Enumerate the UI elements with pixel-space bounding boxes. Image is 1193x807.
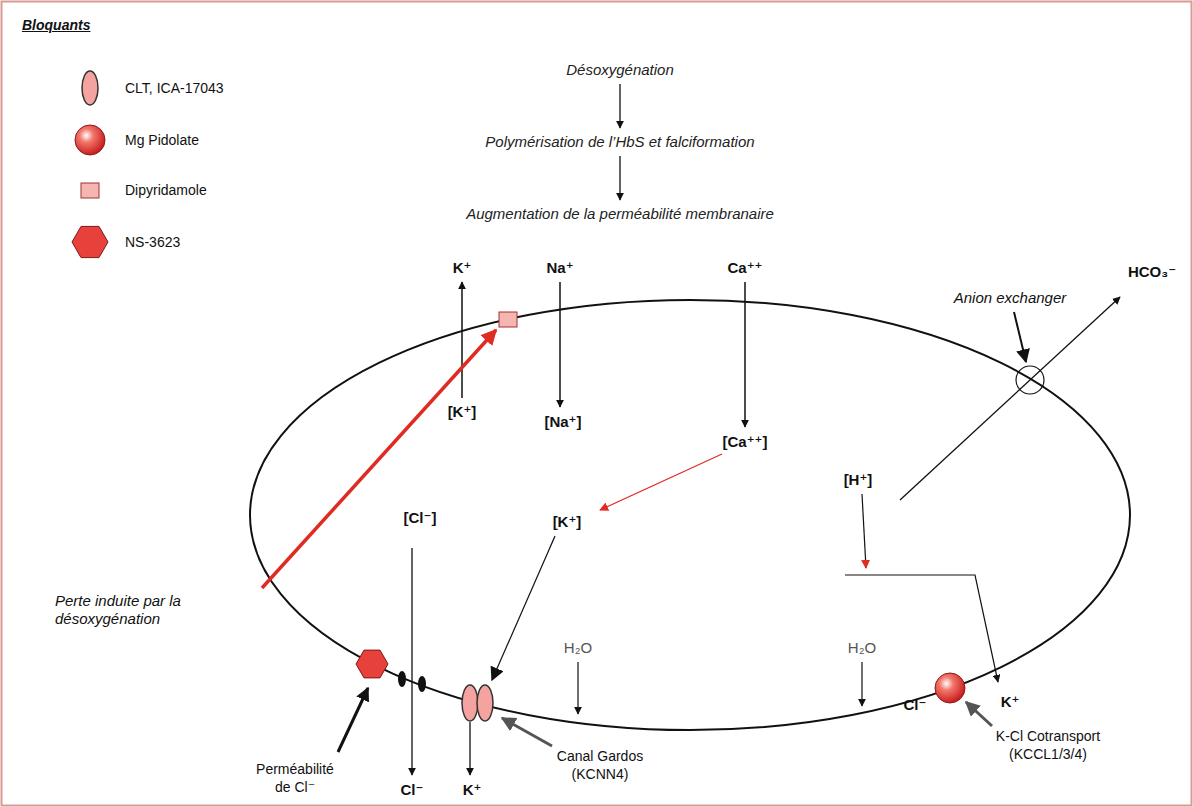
cl-permeability-pointer bbox=[338, 688, 368, 752]
proton-activation-arrow bbox=[862, 494, 866, 568]
dipyridamole-block bbox=[499, 312, 517, 327]
water-label: H₂O bbox=[564, 639, 592, 657]
water-label: H₂O bbox=[848, 639, 876, 657]
callout-label: Perméabilité de Cl⁻ bbox=[250, 760, 340, 796]
k-to-gardos-arrow bbox=[492, 536, 555, 680]
ion-label: Na⁺ bbox=[546, 259, 573, 277]
flow-arrow bbox=[619, 84, 620, 128]
water-efflux-arrow bbox=[577, 662, 578, 714]
gardos-k-efflux-arrow bbox=[469, 722, 470, 775]
ion-label: Cl⁻ bbox=[401, 781, 424, 799]
legend-heading: Bloquants bbox=[22, 16, 90, 34]
step-text: Augmentation de la perméabilité membrana… bbox=[466, 205, 774, 223]
k-efflux-arrow bbox=[461, 282, 463, 398]
ion-label: K⁺ bbox=[453, 259, 472, 277]
concentration-label: [K⁺] bbox=[448, 403, 477, 421]
legend-text: CLT, ICA-17043 bbox=[125, 79, 224, 97]
deoxy-loss-arrow bbox=[262, 330, 496, 588]
callout-label: Perte induite par la désoxygénation bbox=[55, 592, 255, 628]
flow-step: Polymérisation de l’HbS et falciformatio… bbox=[481, 131, 758, 153]
legend-text: NS-3623 bbox=[125, 233, 180, 251]
dipyridamole-symbol bbox=[81, 183, 99, 198]
ca-influx-arrow bbox=[744, 282, 746, 427]
flow-step: Désoxygénation bbox=[562, 59, 678, 81]
cell-membrane bbox=[250, 300, 1130, 730]
flow-arrow bbox=[619, 156, 620, 200]
step-text: Désoxygénation bbox=[566, 61, 674, 79]
concentration-label: [Ca⁺⁺] bbox=[723, 433, 768, 451]
transporter-label: Anion exchanger bbox=[954, 289, 1067, 307]
gardos-channel-symbol bbox=[477, 685, 493, 721]
water-efflux-arrow bbox=[861, 662, 862, 706]
cl-channel-symbol bbox=[418, 676, 426, 692]
kcl-pointer bbox=[966, 702, 992, 726]
concentration-label: [Cl⁻] bbox=[404, 509, 437, 527]
step-text: Polymérisation de l’HbS et falciformatio… bbox=[485, 133, 754, 151]
legend-text: Dipyridamole bbox=[125, 181, 207, 199]
bicarbonate-flux-arrow bbox=[900, 297, 1120, 500]
ns3623-symbol bbox=[72, 226, 108, 257]
concentration-label: [K⁺] bbox=[553, 513, 582, 531]
ns3623-block bbox=[356, 650, 388, 678]
mg-pidolate-block bbox=[935, 673, 965, 703]
kcl-flux-arrow bbox=[845, 575, 998, 682]
gardos-channel-symbol bbox=[462, 685, 478, 721]
concentration-label: [Na⁺] bbox=[544, 413, 581, 431]
channel-label: Canal Gardos (KCNN4) bbox=[543, 747, 658, 783]
ion-label: HCO₃⁻ bbox=[1128, 263, 1176, 281]
ion-label: K⁺ bbox=[1001, 693, 1020, 711]
na-influx-arrow bbox=[559, 282, 561, 407]
flow-step: Augmentation de la perméabilité membrana… bbox=[462, 203, 778, 225]
anion-exchanger-pointer bbox=[1014, 312, 1026, 362]
cl-efflux-arrow bbox=[411, 548, 412, 775]
transporter-label: K-Cl Cotransport (KCCL1/3/4) bbox=[976, 727, 1121, 763]
ion-label: Ca⁺⁺ bbox=[727, 259, 762, 277]
legend-text: Mg Pidolate bbox=[125, 131, 199, 149]
clt-channel-symbol bbox=[82, 71, 98, 105]
mg-pidolate-symbol bbox=[75, 125, 105, 155]
ca-activation-arrow bbox=[600, 454, 722, 510]
gardos-pointer bbox=[502, 718, 552, 746]
concentration-label: [H⁺] bbox=[844, 471, 873, 489]
cl-channel-symbol bbox=[398, 671, 406, 687]
anion-exchanger-symbol bbox=[1016, 366, 1044, 394]
ion-label: Cl⁻ bbox=[904, 696, 927, 714]
ion-label: K⁺ bbox=[463, 781, 482, 799]
